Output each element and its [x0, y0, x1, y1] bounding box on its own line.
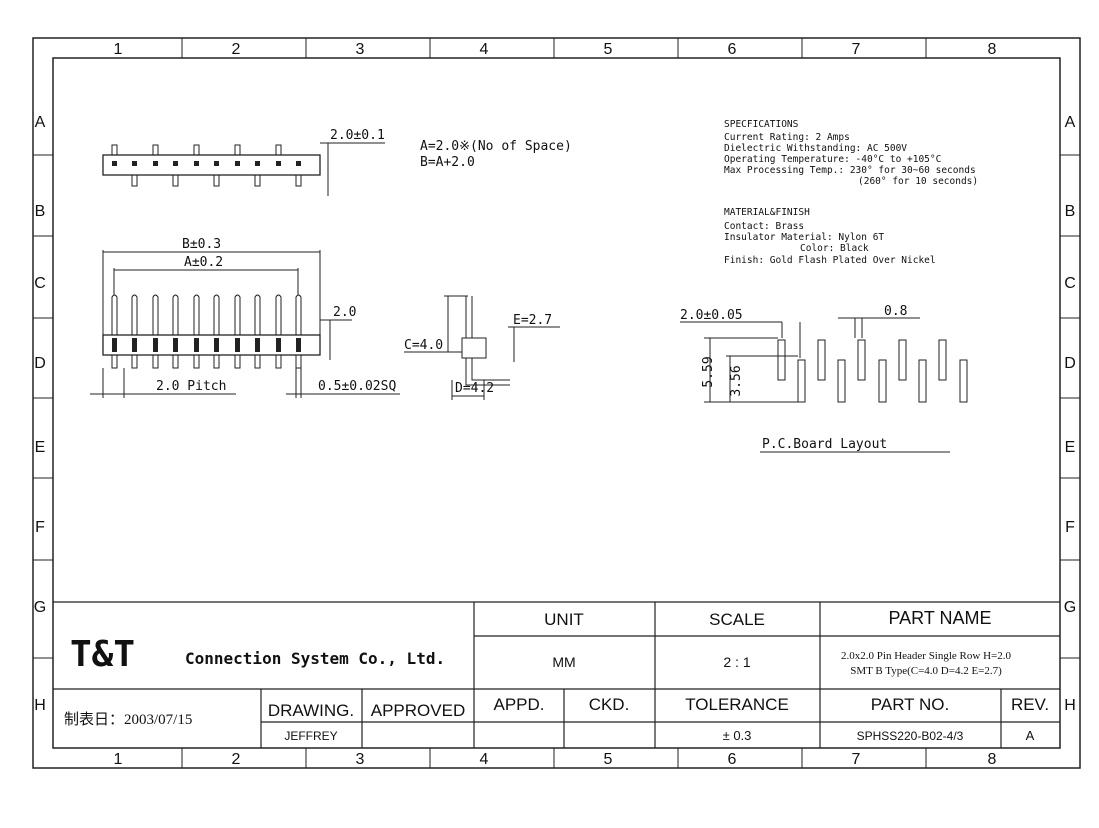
ckd-label: CKD. — [589, 695, 630, 714]
col-label-8-top: 8 — [988, 41, 997, 58]
part-name-line2: SMT B Type(C=4.0 D=4.2 E=2.7) — [850, 665, 1002, 677]
row-label-g-left: G — [34, 599, 46, 616]
top-view: 2.0±0.1 — [102, 128, 385, 196]
dim-pcb-h1: 5.59 — [701, 356, 716, 387]
col-label-7-top: 7 — [852, 41, 861, 58]
part-no-label: PART NO. — [871, 695, 949, 714]
col-label-5-bottom: 5 — [604, 751, 613, 768]
company-name: Connection System Co., Ltd. — [185, 649, 445, 668]
dim-pcb-width: 0.8 — [884, 304, 907, 319]
rev-value: A — [1026, 728, 1035, 743]
row-label-g-right: G — [1064, 599, 1076, 616]
specifications-block: SPECFICATIONS Current Rating: 2 Amps Die… — [724, 119, 978, 266]
scale-value: 2 : 1 — [723, 654, 750, 670]
row-label-e-right: E — [1065, 439, 1076, 456]
col-label-4-top: 4 — [480, 41, 489, 58]
row-label-b-right: B — [1065, 203, 1076, 220]
dim-pcb-h2: 3.56 — [729, 365, 744, 396]
part-no-value: SPHSS220-B02-4/3 — [857, 729, 964, 743]
unit-value: MM — [552, 654, 575, 670]
row-label-f-right: F — [1065, 519, 1075, 536]
dim-pin-height: 2.0 — [333, 305, 356, 320]
part-name-line1: 2.0x2.0 Pin Header Single Row H=2.0 — [841, 650, 1011, 662]
scale-label: SCALE — [709, 610, 765, 629]
dim-pin-sq: 0.5±0.02SQ — [318, 379, 396, 394]
spec-line-dielectric: Dielectric Withstanding: AC 500V — [724, 143, 907, 154]
formula-b: B=A+2.0 — [420, 155, 475, 170]
approved-label: APPROVED — [371, 701, 465, 720]
row-label-c-right: C — [1064, 275, 1076, 292]
dim-c: C=4.0 — [404, 338, 443, 353]
unit-label: UNIT — [544, 610, 584, 629]
spec-line-current: Current Rating: 2 Amps — [724, 132, 850, 143]
tolerance-value: ± 0.3 — [723, 728, 752, 743]
pcb-layout-title: P.C.Board Layout — [762, 437, 887, 452]
col-label-4-bottom: 4 — [480, 751, 489, 768]
col-label-8-bottom: 8 — [988, 751, 997, 768]
col-label-2-bottom: 2 — [232, 751, 241, 768]
row-label-b-left: B — [35, 203, 46, 220]
dim-d: D=4.2 — [455, 381, 494, 396]
col-label-1-bottom: 1 — [114, 751, 123, 768]
material-line-finish: Finish: Gold Flash Plated Over Nickel — [724, 255, 936, 266]
drawing-date: 制表日：2003/07/15 — [64, 711, 192, 728]
material-title: MATERIAL&FINISH — [724, 207, 810, 218]
spec-line-processing: Max Processing Temp.: 230° for 30~60 sec… — [724, 165, 976, 176]
dim-a-width: A±0.2 — [184, 255, 223, 270]
row-label-d-left: D — [34, 355, 46, 372]
row-label-h-right: H — [1064, 697, 1076, 714]
pcb-layout: 2.0±0.05 0.8 5.59 3.56 P.C.Board Layout — [680, 304, 968, 453]
drawing-value: JEFFREY — [284, 729, 337, 743]
spec-line-temperature: Operating Temperature: -40°C to +105°C — [724, 154, 941, 165]
specifications-title: SPECFICATIONS — [724, 119, 799, 130]
formula-a: A=2.0※(No of Space) — [420, 139, 572, 154]
dim-pcb-pitch: 2.0±0.05 — [680, 308, 743, 323]
col-label-7-bottom: 7 — [852, 751, 861, 768]
col-label-6-top: 6 — [728, 41, 737, 58]
dim-b-width: B±0.3 — [182, 237, 221, 252]
drawing-label: DRAWING. — [268, 701, 354, 720]
col-label-6-bottom: 6 — [728, 751, 737, 768]
row-label-e-left: E — [35, 439, 46, 456]
tolerance-label: TOLERANCE — [685, 695, 789, 714]
row-label-f-left: F — [35, 519, 45, 536]
dim-pitch: 2.0 Pitch — [156, 379, 226, 394]
dim-top-height: 2.0±0.1 — [330, 128, 385, 143]
row-label-a-right: A — [1065, 114, 1076, 131]
front-view: B±0.3 A±0.2 2.0 2.0 Pitch 0.5±0.02SQ — [90, 237, 400, 398]
row-label-d-right: D — [1064, 355, 1076, 372]
col-label-3-top: 3 — [356, 41, 365, 58]
col-label-5-top: 5 — [604, 41, 613, 58]
drawing-frame: 1 2 3 4 5 6 7 8 1 2 3 4 5 6 7 8 A B C D … — [32, 37, 1081, 769]
col-label-2-top: 2 — [232, 41, 241, 58]
title-block: T&T Connection System Co., Ltd. UNIT MM … — [53, 601, 1060, 748]
spec-line-processing-2: (260° for 10 seconds) — [858, 176, 978, 187]
col-label-1-top: 1 — [114, 41, 123, 58]
material-line-insulator: Insulator Material: Nylon 6T — [724, 232, 884, 243]
rev-label: REV. — [1011, 695, 1049, 714]
dim-e: E=2.7 — [513, 313, 552, 328]
row-label-c-left: C — [34, 275, 46, 292]
col-label-3-bottom: 3 — [356, 751, 365, 768]
material-line-color: Color: Black — [800, 243, 869, 254]
part-name-label: PART NAME — [888, 608, 991, 628]
row-label-a-left: A — [35, 114, 46, 131]
appd-label: APPD. — [493, 695, 544, 714]
company-logo: T&T — [70, 634, 135, 675]
material-line-contact: Contact: Brass — [724, 221, 804, 232]
side-view: C=4.0 D=4.2 E=2.7 — [404, 295, 560, 400]
row-label-h-left: H — [34, 697, 46, 714]
